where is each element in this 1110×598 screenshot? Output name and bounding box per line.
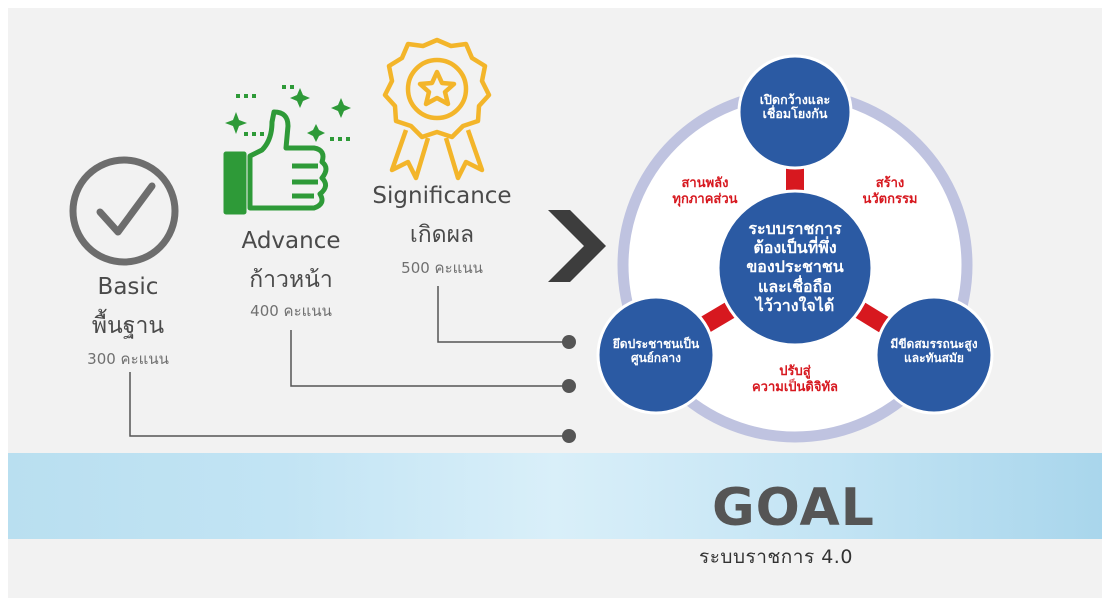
node-center-line-2: ต้องเป็นที่พึ่ง [753, 238, 837, 258]
node-right-line-1: มีขีดสมรรถนะสูง [890, 337, 978, 351]
node-left-line-2: ศูนย์กลาง [630, 350, 682, 365]
level-advance-en: Advance [241, 228, 341, 254]
level-significance-points: 500 คะแนน [401, 259, 483, 277]
node-top-text: เปิดกว้างและ เชื่อมโยงกัน [739, 92, 851, 122]
thumbs-up-icon [223, 109, 329, 215]
goal-band [8, 453, 1102, 539]
level-basic-th: พื้นฐาน [91, 313, 165, 339]
label-top-left-line-2: ทุกภาคส่วน [672, 192, 738, 208]
label-top-right-line-2: นวัตกรรม [862, 192, 918, 208]
node-right-line-2: และทันสมัย [904, 350, 964, 365]
label-bottom: ปรับสู่ ความเป็นดิจิทัล [735, 364, 855, 397]
level-advance-th: ก้าวหน้า [249, 267, 333, 293]
goal-subtitle: ระบบราชการ 4.0 [699, 546, 853, 568]
node-top [737, 54, 853, 170]
node-center-line-5: ไว้วางใจได้ [755, 295, 835, 315]
connector-dot-significance [562, 335, 576, 349]
label-bottom-line-2: ความเป็นดิจิทัล [751, 380, 839, 396]
level-connectors [129, 286, 566, 437]
node-right-text: มีขีดสมรรถนะสูง และทันสมัย [876, 337, 992, 366]
level-basic-points: 300 คะแนน [87, 350, 169, 368]
award-ribbon-icon [382, 37, 492, 181]
label-top-right: สร้าง นวัตกรรม [845, 176, 935, 209]
connector-significance [437, 286, 566, 343]
node-center [716, 189, 874, 347]
node-top-line-2: เชื่อมโยงกัน [762, 106, 828, 122]
connector-dot-basic [562, 429, 576, 443]
level-advance-points: 400 คะแนน [250, 302, 332, 320]
cycle-diagram [596, 54, 994, 443]
chevron-right-icon [548, 210, 606, 282]
sparkle-icons [225, 85, 351, 142]
connector-advance [290, 330, 566, 387]
node-center-line-4: และเชื่อถือ [758, 276, 832, 296]
label-bottom-line-1: ปรับสู่ [779, 364, 811, 379]
level-significance-en: Significance [372, 183, 512, 209]
node-top-line-1: เปิดกว้างและ [759, 92, 831, 107]
connector-dot-advance [562, 379, 576, 393]
label-top-left-line-1: สานพลัง [681, 176, 729, 191]
check-circle-icon [69, 156, 179, 266]
node-center-line-1: ระบบราชการ [748, 219, 842, 238]
label-top-left: สานพลัง ทุกภาคส่วน [660, 176, 750, 209]
level-basic-en: Basic [97, 274, 159, 300]
connector-basic [129, 372, 566, 437]
node-right [874, 295, 994, 415]
node-left [596, 295, 716, 415]
label-top-right-line-1: สร้าง [875, 176, 905, 191]
node-center-text: ระบบราชการ ต้องเป็นที่พึ่ง ของประชาชน แล… [720, 219, 870, 315]
node-center-line-3: ของประชาชน [746, 257, 844, 277]
node-left-line-1: ยึดประชาชนเป็น [612, 337, 700, 351]
goal-title: GOAL [712, 478, 875, 538]
node-left-text: ยึดประชาชนเป็น ศูนย์กลาง [598, 337, 714, 366]
level-significance-th: เกิดผล [409, 222, 475, 248]
